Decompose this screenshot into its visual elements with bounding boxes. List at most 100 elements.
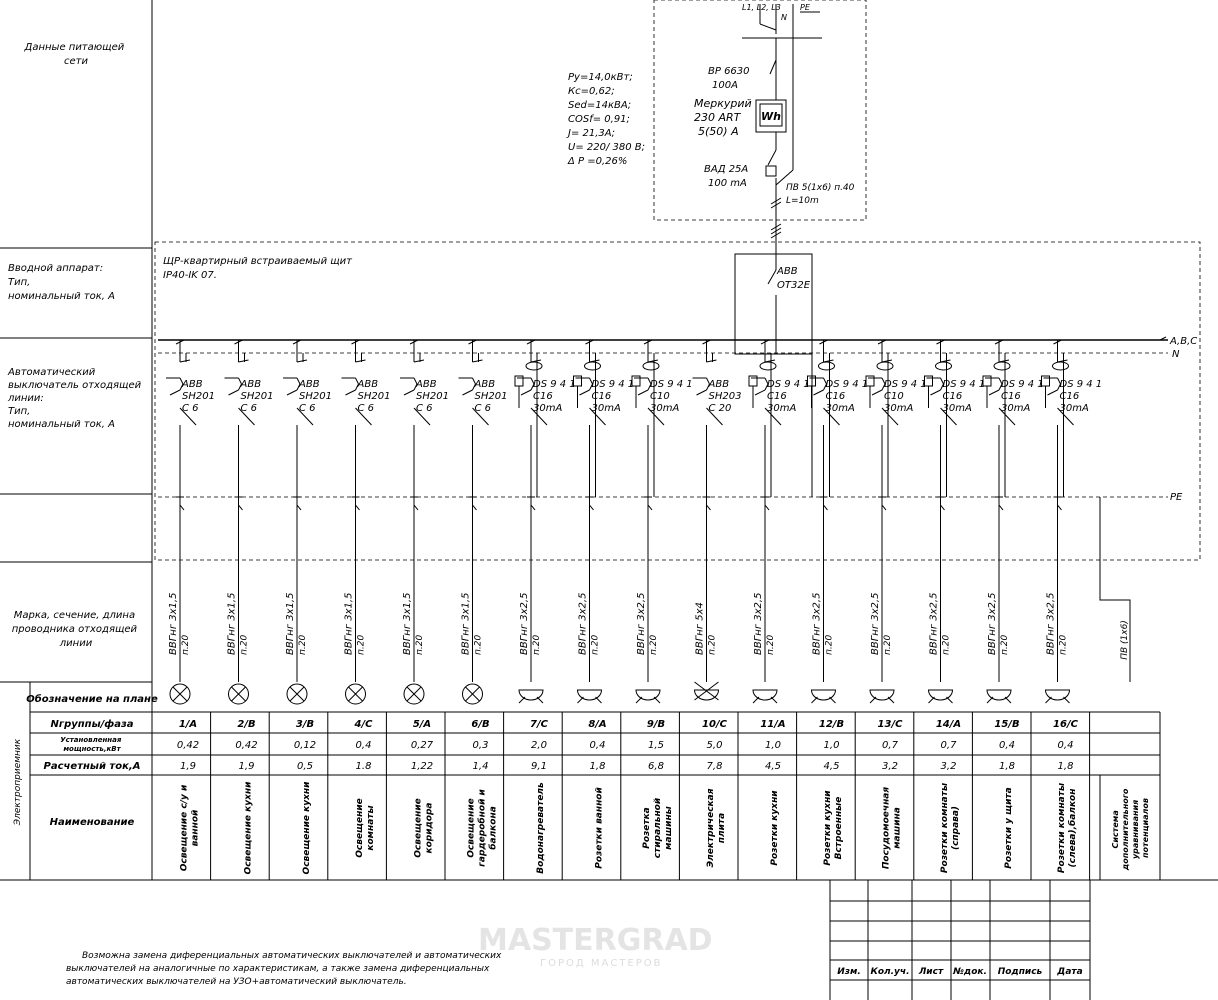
feeder: Wh L1, L2, L3 N PE ВР 6630 100А Меркурий…	[694, 3, 855, 354]
circuit-wire	[355, 504, 360, 511]
circuit-wire	[823, 359, 834, 363]
current-cell: 4,5	[765, 761, 781, 772]
circuit-wire	[526, 339, 536, 345]
circuit-wire	[647, 407, 665, 426]
circuit-wire	[296, 377, 301, 385]
supply-parameters: Pу=14,0кВт; Кс=0,62; Sed=14кВА; COSf= 0,…	[566, 72, 648, 167]
power-cell: 0,7	[941, 740, 958, 751]
label-row-plan: Обозначение на плане	[26, 693, 158, 705]
socket-icon	[518, 689, 544, 701]
circuit-wire	[764, 377, 769, 385]
stamp-list: Лист	[918, 967, 944, 977]
circuit-wire	[877, 339, 887, 345]
circuit-wire	[930, 389, 941, 396]
circuit-wire	[881, 383, 886, 391]
name-cell: Розетки комнаты	[940, 783, 950, 873]
breaker-label: 30mA	[533, 403, 562, 414]
cable-label: ВВГнг 3х1,5	[402, 593, 413, 655]
circuit-wire	[530, 377, 535, 385]
current-cell: 1,22	[411, 761, 433, 772]
breaker-label: C10	[884, 391, 904, 402]
breaker-label: ABB	[415, 379, 437, 390]
label-cable-1: Марка, сечение, длина	[14, 610, 135, 621]
stamp-izm: Изм.	[837, 967, 861, 977]
breaker-label: DS 9 4 1	[1001, 379, 1044, 390]
name-cell: балкона	[488, 806, 499, 850]
group-cell: 9/B	[647, 719, 665, 730]
breaker-label: 30mA	[1060, 403, 1089, 414]
breaker-label: SH201	[241, 391, 274, 402]
circuit-wire	[940, 407, 957, 426]
panel-title: ЩР-квартирный встраиваемый щит	[163, 256, 353, 267]
group-cell: 8/A	[588, 719, 606, 730]
circuit-wire	[179, 504, 185, 511]
circuit-wire	[589, 407, 606, 426]
breaker-label: C16	[592, 391, 612, 402]
breaker-label: C16	[943, 391, 963, 402]
circuit-wire	[536, 696, 544, 704]
pe-name: Система дополнительного уравнивания поте…	[1111, 786, 1150, 871]
breaker-label: C16	[767, 391, 787, 402]
breaker-label: DS 9 4 1	[884, 379, 927, 390]
label-breaker-1: Автоматический	[7, 367, 96, 378]
socket-icon	[752, 689, 778, 701]
circuit-wire	[579, 389, 590, 396]
circuit-wire	[179, 383, 184, 391]
lamp-icon	[345, 683, 366, 705]
circuit-wire	[813, 389, 824, 396]
breaker-label: 30mA	[650, 403, 679, 414]
cable-length: п.20	[1000, 635, 1010, 655]
circuit-wire	[998, 383, 1003, 391]
circuit-wire	[179, 407, 197, 426]
power-cell: 0,4	[590, 740, 606, 751]
group-cell: 13/C	[878, 719, 904, 730]
bus-pe-label: PE	[1170, 492, 1183, 503]
param-dp: Δ P =0,26%	[567, 156, 627, 167]
power-cell: 0,12	[294, 740, 316, 751]
circuit-wire	[413, 359, 425, 363]
circuit-wire	[179, 377, 184, 385]
circuit-wire	[637, 389, 649, 396]
group-cell: 16/C	[1053, 719, 1079, 730]
param-sed: Sed=14кВА;	[568, 100, 631, 111]
circuit-wire	[472, 504, 477, 511]
group-cell: 5/A	[413, 719, 431, 730]
circuit-wire	[764, 407, 782, 426]
current-cell: 9,1	[531, 761, 547, 772]
power-cell: 0,42	[235, 740, 257, 751]
group-cell: 2/B	[237, 719, 255, 730]
svg-text:Вводной аппарат: Тип,: Вводной аппарат: Тип, номинальный ток, А	[8, 263, 115, 302]
circuit-wire	[994, 339, 1004, 345]
circuit-wire	[881, 504, 887, 511]
cable-length: п.20	[883, 635, 893, 655]
circuit-wire	[764, 383, 769, 391]
rcd-toroid	[993, 361, 1011, 371]
cable-length: п.20	[591, 635, 601, 655]
cable-label: ВВГнг 3х2,5	[753, 593, 764, 655]
current-cell: 4,5	[824, 761, 840, 772]
cable-label: ВВГнг 3х2,5	[987, 593, 998, 655]
cable-length: п.20	[1059, 635, 1069, 655]
label-breaker-4: Тип,	[8, 406, 30, 417]
rcd-rating: 100 mA	[708, 178, 747, 189]
socket-icon	[810, 689, 837, 701]
label-input-2: Тип,	[8, 277, 30, 288]
svg-text:Марка, сечение, длина пр: Марка, сечение, длина проводника отходящ…	[12, 610, 140, 649]
rcd-toroid	[935, 361, 952, 371]
pe-equalization: ПВ (1х6) Система дополнительного уравнив…	[1099, 497, 1161, 880]
circuit-wire	[881, 377, 886, 385]
circuit-wire	[936, 339, 945, 345]
name-cell: комнаты	[366, 805, 376, 850]
circuit-wire	[413, 377, 418, 385]
socket-icon	[869, 689, 895, 701]
breaker-label: SH201	[299, 391, 332, 402]
circuit-wire	[518, 696, 526, 704]
rcd-type: ВАД 25А	[704, 164, 748, 175]
breaker-label: SH201	[416, 391, 449, 402]
circuit-wire	[940, 383, 944, 391]
pe-name-1: Система	[1111, 810, 1120, 848]
cable-length: п.20	[298, 635, 308, 655]
